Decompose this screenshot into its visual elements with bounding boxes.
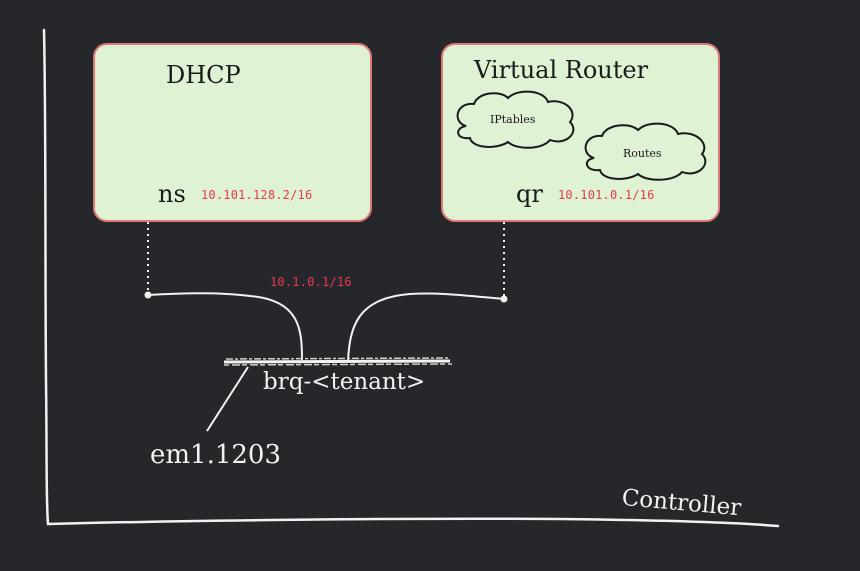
qr-interface-label: qr xyxy=(516,180,543,208)
dhcp-namespace-box xyxy=(93,43,372,222)
iptables-cloud xyxy=(456,90,575,149)
uplink-line xyxy=(206,366,249,432)
ns-veth-cable xyxy=(147,292,303,361)
bridge-bar xyxy=(223,357,453,366)
uplink-interface-label: em1.1203 xyxy=(150,440,282,470)
qr-veth-cable xyxy=(347,292,505,361)
bridge-ip-address: 10.1.0.1/16 xyxy=(270,275,352,289)
iptables-label: IPtables xyxy=(490,113,536,126)
routes-cloud xyxy=(584,122,707,181)
qr-ip-address: 10.101.0.1/16 xyxy=(558,188,655,202)
router-title: Virtual Router xyxy=(474,56,649,84)
dhcp-title: DHCP xyxy=(166,61,241,89)
controller-boundary xyxy=(42,28,780,528)
bridge-label: brq-<tenant> xyxy=(263,369,426,395)
ns-ip-address: 10.101.128.2/16 xyxy=(201,188,313,202)
ns-interface-label: ns xyxy=(158,180,186,208)
routes-label: Routes xyxy=(623,147,662,160)
